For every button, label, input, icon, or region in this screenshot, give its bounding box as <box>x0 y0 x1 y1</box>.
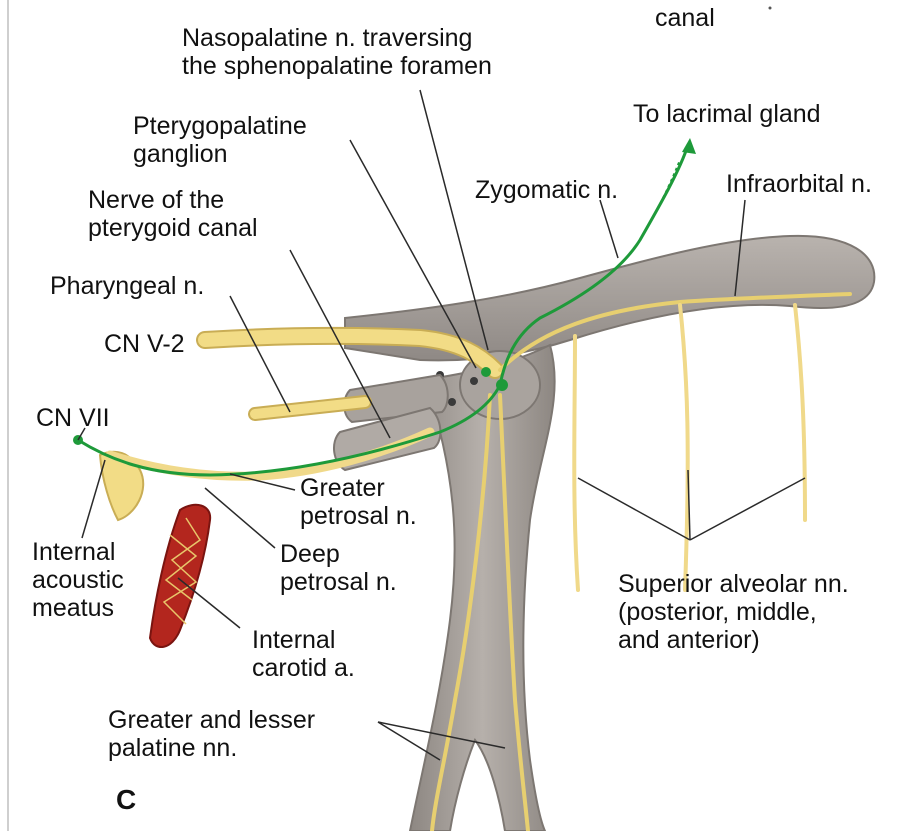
leader-pharyngeal <box>230 296 290 412</box>
leader-zygomatic <box>600 200 618 258</box>
label-superior-alveolar: Superior alveolar nn. (posterior, middle… <box>618 570 849 654</box>
label-superior-alveolar-line-1: Superior alveolar nn. <box>618 570 849 598</box>
leader-alveolar-3 <box>690 478 805 540</box>
label-internal-carotid-line-1: Internal <box>252 626 355 654</box>
lacrimal-arrow-icon <box>682 138 696 154</box>
corner-mark <box>769 7 772 10</box>
label-nerve-ptery-canal-line-1: Nerve of the <box>88 186 258 214</box>
label-internal-carotid: Internal carotid a. <box>252 626 355 682</box>
label-lacrimal-line: To lacrimal gland <box>633 100 821 128</box>
label-internal-acoustic-line-2: acoustic <box>32 566 124 594</box>
label-lacrimal: To lacrimal gland <box>633 100 821 128</box>
label-deep-petrosal-line-2: petrosal n. <box>280 568 397 596</box>
label-greater-petrosal-line-1: Greater <box>300 474 417 502</box>
label-zygomatic: Zygomatic n. <box>475 176 618 204</box>
label-palatine: Greater and lesser palatine nn. <box>108 706 315 762</box>
label-ptery-ganglion: Pterygopalatine ganglion <box>133 112 307 168</box>
label-greater-petrosal-line-2: petrosal n. <box>300 502 417 530</box>
middle-superior-alveolar-nerve <box>680 305 688 590</box>
label-nasopalatine-line-1: Nasopalatine n. traversing <box>182 24 492 52</box>
figure-letter: C <box>116 784 136 816</box>
label-nerve-ptery-canal: Nerve of the pterygoid canal <box>88 186 258 242</box>
label-canal-line: canal <box>655 4 715 32</box>
label-palatine-line-1: Greater and lesser <box>108 706 315 734</box>
lacrimal-dotted <box>640 160 680 240</box>
label-deep-petrosal: Deep petrosal n. <box>280 540 397 596</box>
label-greater-petrosal: Greater petrosal n. <box>300 474 417 530</box>
label-cn-vii-line: CN VII <box>36 404 110 432</box>
label-cn-vii: CN VII <box>36 404 110 432</box>
label-zygomatic-line: Zygomatic n. <box>475 176 618 204</box>
label-ptery-ganglion-line-2: ganglion <box>133 140 307 168</box>
label-internal-acoustic-line-1: Internal <box>32 538 124 566</box>
label-cn-v2-line: CN V-2 <box>104 330 185 358</box>
bone-structure <box>345 236 874 831</box>
artery-body <box>150 505 210 647</box>
foramen-dot <box>470 377 478 385</box>
leader-deep-petrosal <box>205 488 275 548</box>
label-nasopalatine: Nasopalatine n. traversing the sphenopal… <box>182 24 492 80</box>
anterior-superior-alveolar-nerve <box>795 305 805 520</box>
foramen-dot <box>448 398 456 406</box>
label-deep-petrosal-line-1: Deep <box>280 540 397 568</box>
label-cn-v2: CN V-2 <box>104 330 185 358</box>
label-infraorbital: Infraorbital n. <box>726 170 872 198</box>
label-nasopalatine-line-2: the sphenopalatine foramen <box>182 52 492 80</box>
ganglion-node <box>496 379 508 391</box>
label-pharyngeal: Pharyngeal n. <box>50 272 204 300</box>
label-canal: canal <box>655 4 715 32</box>
label-ptery-ganglion-line-1: Pterygopalatine <box>133 112 307 140</box>
label-superior-alveolar-line-2: (posterior, middle, <box>618 598 849 626</box>
label-nerve-ptery-canal-line-2: pterygoid canal <box>88 214 258 242</box>
label-internal-acoustic: Internal acoustic meatus <box>32 538 124 622</box>
posterior-superior-alveolar-nerve <box>574 336 578 590</box>
label-palatine-line-2: palatine nn. <box>108 734 315 762</box>
ganglion-node <box>481 367 491 377</box>
label-pharyngeal-line: Pharyngeal n. <box>50 272 204 300</box>
label-infraorbital-line: Infraorbital n. <box>726 170 872 198</box>
label-superior-alveolar-line-3: and anterior) <box>618 626 849 654</box>
internal-carotid-artery <box>150 505 210 647</box>
leader-alveolar-1 <box>578 478 690 540</box>
label-internal-carotid-line-2: carotid a. <box>252 654 355 682</box>
leader-internal-acoustic <box>82 460 105 538</box>
label-internal-acoustic-line-3: meatus <box>32 594 124 622</box>
